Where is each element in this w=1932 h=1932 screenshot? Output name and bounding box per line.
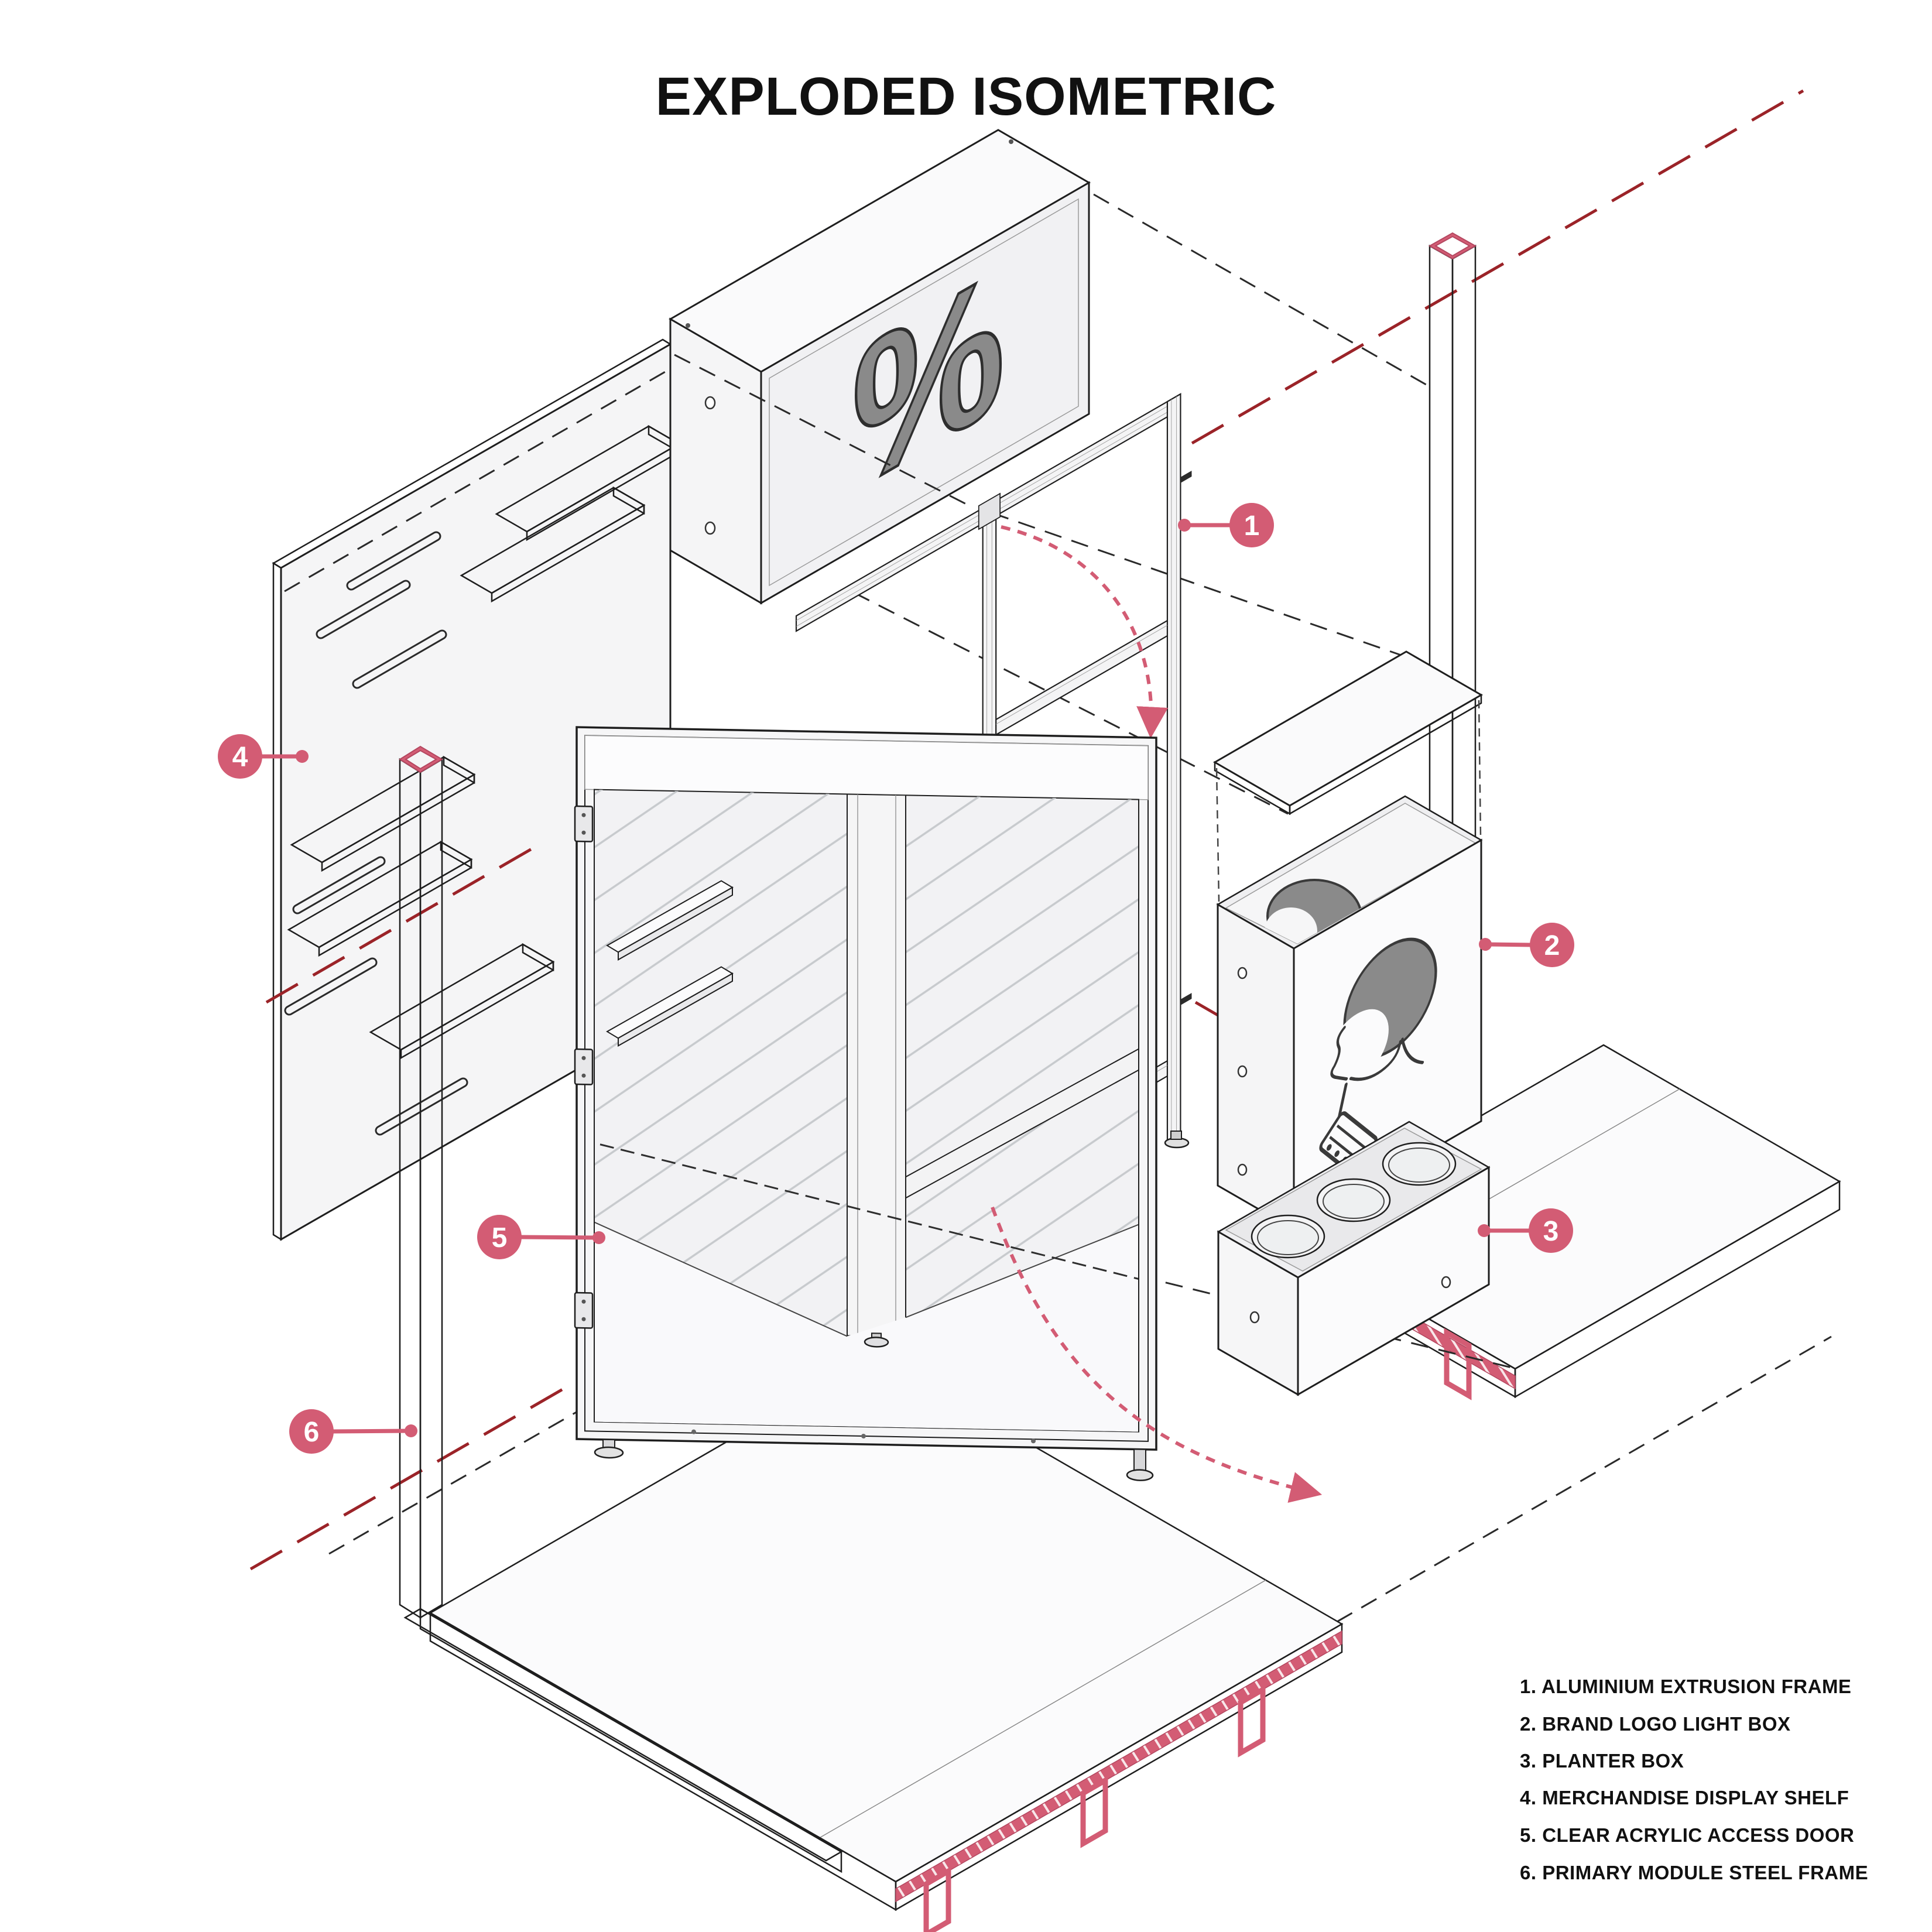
planter-pots: [1251, 1142, 1457, 1259]
legend-item: 4. MERCHANDISE DISPLAY SHELF: [1520, 1787, 1849, 1808]
alignment-guides: [674, 193, 1427, 815]
display-shelves: [284, 424, 681, 1136]
peg-rods: [316, 531, 447, 689]
callout-badge-3: 3: [1478, 1208, 1573, 1253]
steel-frame-left: [399, 745, 843, 1873]
steel-beam-pink: [895, 1630, 1342, 1903]
shelf-board: [369, 943, 555, 1060]
peg-rods: [284, 856, 468, 1136]
svg-text:5: 5: [492, 1222, 508, 1253]
post-cap-pink: [399, 745, 443, 773]
callout-badge-6: 6: [289, 1409, 417, 1454]
steel-leg: [1238, 1685, 1266, 1758]
svg-text:3: 3: [1543, 1216, 1559, 1247]
planter-box: [1217, 1121, 1491, 1396]
door-hinges: [574, 805, 594, 1329]
post-cap-pink: [1428, 232, 1477, 260]
centerline-top-right: [1191, 89, 1804, 445]
callout-badge-2: 2: [1479, 923, 1574, 967]
steel-leg: [923, 1866, 951, 1932]
callout-badge-1: 1: [1178, 503, 1274, 547]
acrylic-access-door: [574, 726, 1157, 1481]
percent-light-box: %: [669, 129, 1091, 605]
connector-stud: [1180, 993, 1192, 1005]
svg-text:1: 1: [1244, 511, 1260, 542]
swing-arc-top: [1001, 525, 1169, 739]
door-feet: [594, 1438, 1154, 1481]
shelf-board: [460, 486, 646, 603]
callout-badge-4: 4: [218, 734, 309, 779]
svg-text:4: 4: [232, 742, 248, 773]
connector-stud: [1180, 471, 1192, 483]
legend-item: 3. PLANTER BOX: [1520, 1750, 1684, 1772]
steel-leg: [1080, 1776, 1108, 1848]
legend-item: 5. CLEAR ACRYLIC ACCESS DOOR: [1520, 1824, 1854, 1846]
steel-leg: [1444, 1328, 1472, 1400]
legend: 1. ALUMINIUM EXTRUSION FRAME 2. BRAND LO…: [1520, 1676, 1868, 1883]
callouts: 1 2 3 4 5 6: [218, 503, 1574, 1454]
acrylic-panel: [594, 789, 1139, 1432]
light-box-lid: [1213, 650, 1483, 816]
page-title: EXPLODED ISOMETRIC: [656, 67, 1277, 126]
legend-item: 6. PRIMARY MODULE STEEL FRAME: [1520, 1862, 1868, 1883]
svg-text:6: 6: [304, 1417, 320, 1448]
legend-item: 1. ALUMINIUM EXTRUSION FRAME: [1520, 1676, 1851, 1697]
swing-arc-bottom: [991, 1206, 1323, 1503]
platform-left: [429, 1354, 1344, 1932]
svg-text:2: 2: [1544, 930, 1560, 961]
callout-badge-5: 5: [477, 1215, 605, 1259]
legend-item: 2. BRAND LOGO LIGHT BOX: [1520, 1713, 1791, 1735]
shelf-board: [290, 755, 476, 872]
